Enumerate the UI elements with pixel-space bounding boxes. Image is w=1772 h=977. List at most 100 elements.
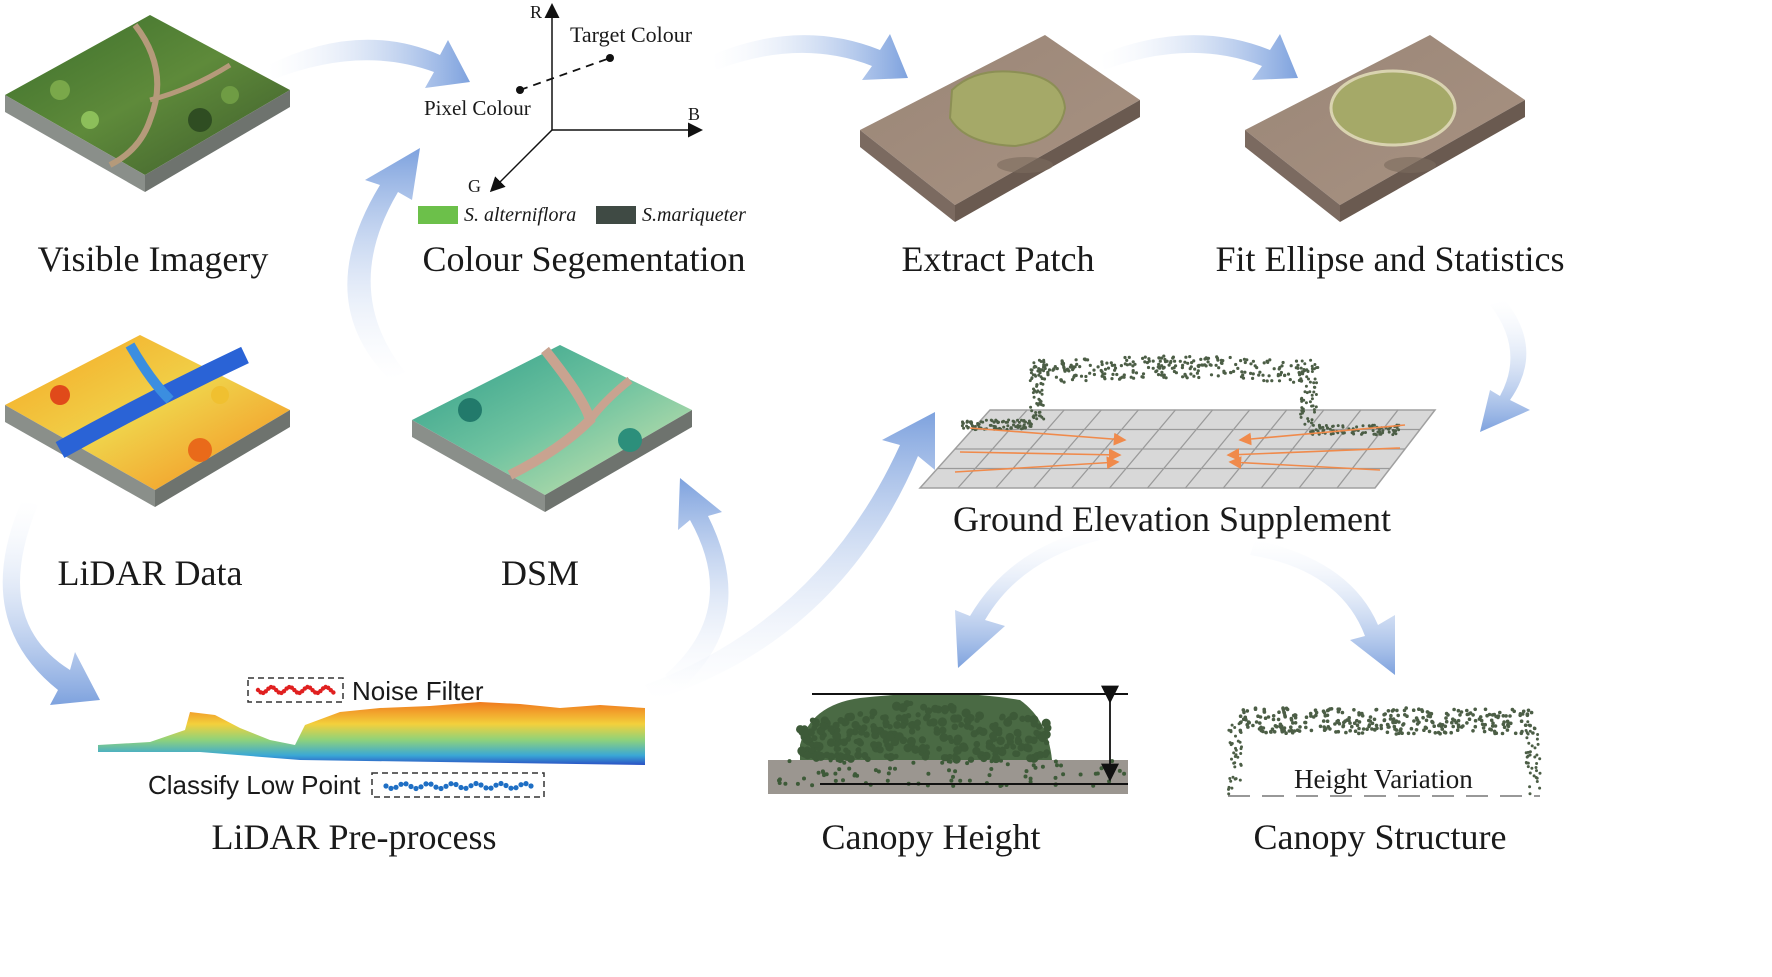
canopy-point [953, 745, 962, 755]
ground-point [1299, 397, 1303, 401]
ground-point [1038, 401, 1041, 405]
ground-point [1251, 359, 1255, 363]
canopy-point [803, 751, 812, 760]
ground-point [988, 423, 992, 427]
ground-point [1012, 420, 1016, 424]
ground-point [1186, 361, 1190, 365]
structure-point [1501, 714, 1506, 718]
structure-point [1483, 707, 1488, 712]
structure-point [1473, 718, 1478, 723]
canopy-point [968, 724, 974, 731]
structure-point [1424, 718, 1429, 723]
fit-ellipse-tile [1245, 35, 1525, 222]
canopy-point [970, 730, 978, 738]
structure-point [1513, 731, 1518, 736]
ground-point [1232, 369, 1236, 373]
ground-surface-point [885, 778, 890, 783]
structure-point [1389, 713, 1393, 718]
ground-surface-point [1028, 776, 1033, 781]
low-point [523, 781, 529, 787]
canopy-point [808, 747, 815, 754]
ground-point [1174, 371, 1178, 375]
ground-point [1162, 354, 1166, 358]
canopy-point [815, 750, 822, 757]
structure-point [1282, 729, 1286, 733]
arrow-dsm-to-colour [347, 148, 420, 380]
ground-point [1039, 360, 1043, 363]
ground-surface-point [835, 758, 840, 763]
ground-point [1336, 424, 1340, 428]
structure-point [1411, 708, 1416, 712]
pixel-colour-label: Pixel Colour [424, 96, 531, 120]
ground-point [1304, 401, 1308, 405]
low-point [458, 784, 464, 791]
structure-point [1422, 728, 1426, 732]
flow-arrows [2, 34, 1530, 705]
structure-point [1352, 721, 1357, 725]
structure-point [1239, 752, 1243, 755]
structure-point [1533, 755, 1537, 759]
grid-line [1222, 409, 1288, 489]
canopy-point [885, 743, 894, 752]
ground-point [1236, 366, 1240, 370]
structure-point [1365, 727, 1369, 731]
ground-point [1371, 429, 1375, 433]
ground-point [1073, 365, 1077, 369]
canopy-point [1005, 732, 1015, 742]
canopy-point [918, 736, 927, 744]
structure-point [1239, 720, 1243, 724]
visible-imagery-tile [5, 15, 290, 192]
ground-point [1240, 370, 1244, 374]
structure-point [1242, 710, 1246, 715]
ground-point [1100, 362, 1104, 367]
ground-surface-point [1059, 763, 1063, 768]
structure-point [1459, 710, 1464, 714]
structure-point [1361, 727, 1366, 731]
structure-point [1282, 726, 1287, 730]
ground-surface-point [802, 776, 806, 781]
structure-point [1405, 714, 1409, 718]
structure-point [1438, 731, 1442, 736]
structure-point [1355, 718, 1359, 723]
low-point [388, 785, 394, 792]
ground-surface-point [810, 783, 815, 788]
structure-point [1456, 708, 1461, 713]
ground-point [1060, 362, 1064, 366]
structure-point [1348, 728, 1352, 733]
structure-point [1263, 716, 1268, 720]
ground-point [1216, 358, 1220, 362]
canopy-point [882, 722, 889, 729]
structure-point [1278, 724, 1282, 729]
ground-point [1192, 374, 1196, 378]
structure-point [1372, 717, 1377, 722]
canopy-point [946, 734, 953, 741]
structure-point [1325, 713, 1330, 718]
structure-point [1347, 716, 1351, 720]
canopy-point [1036, 751, 1043, 757]
ground-surface-point [1093, 771, 1098, 776]
structure-point [1347, 718, 1351, 723]
classify-low-label: Classify Low Point [148, 770, 361, 800]
canopy-point [1006, 716, 1013, 722]
ground-point [1303, 422, 1307, 426]
structure-point [1326, 725, 1331, 729]
structure-point [1230, 757, 1233, 761]
arrow-colour-to-extract [712, 34, 908, 80]
canopy-point [911, 745, 920, 754]
structure-point [1451, 724, 1455, 729]
low-point [518, 782, 524, 788]
canopy-point [895, 732, 904, 741]
structure-point [1386, 725, 1390, 729]
label-canopy-height: Canopy Height [821, 817, 1041, 857]
ground-point [1305, 391, 1309, 395]
structure-point [1526, 765, 1530, 769]
canopy-point [915, 712, 921, 718]
structure-point [1284, 706, 1289, 711]
structure-point [1321, 709, 1326, 713]
structure-point [1493, 724, 1498, 728]
ground-surface-point [783, 781, 788, 786]
canopy-point [857, 728, 866, 736]
low-point [503, 782, 509, 789]
structure-point [1309, 728, 1314, 733]
grid-line [1147, 409, 1213, 489]
